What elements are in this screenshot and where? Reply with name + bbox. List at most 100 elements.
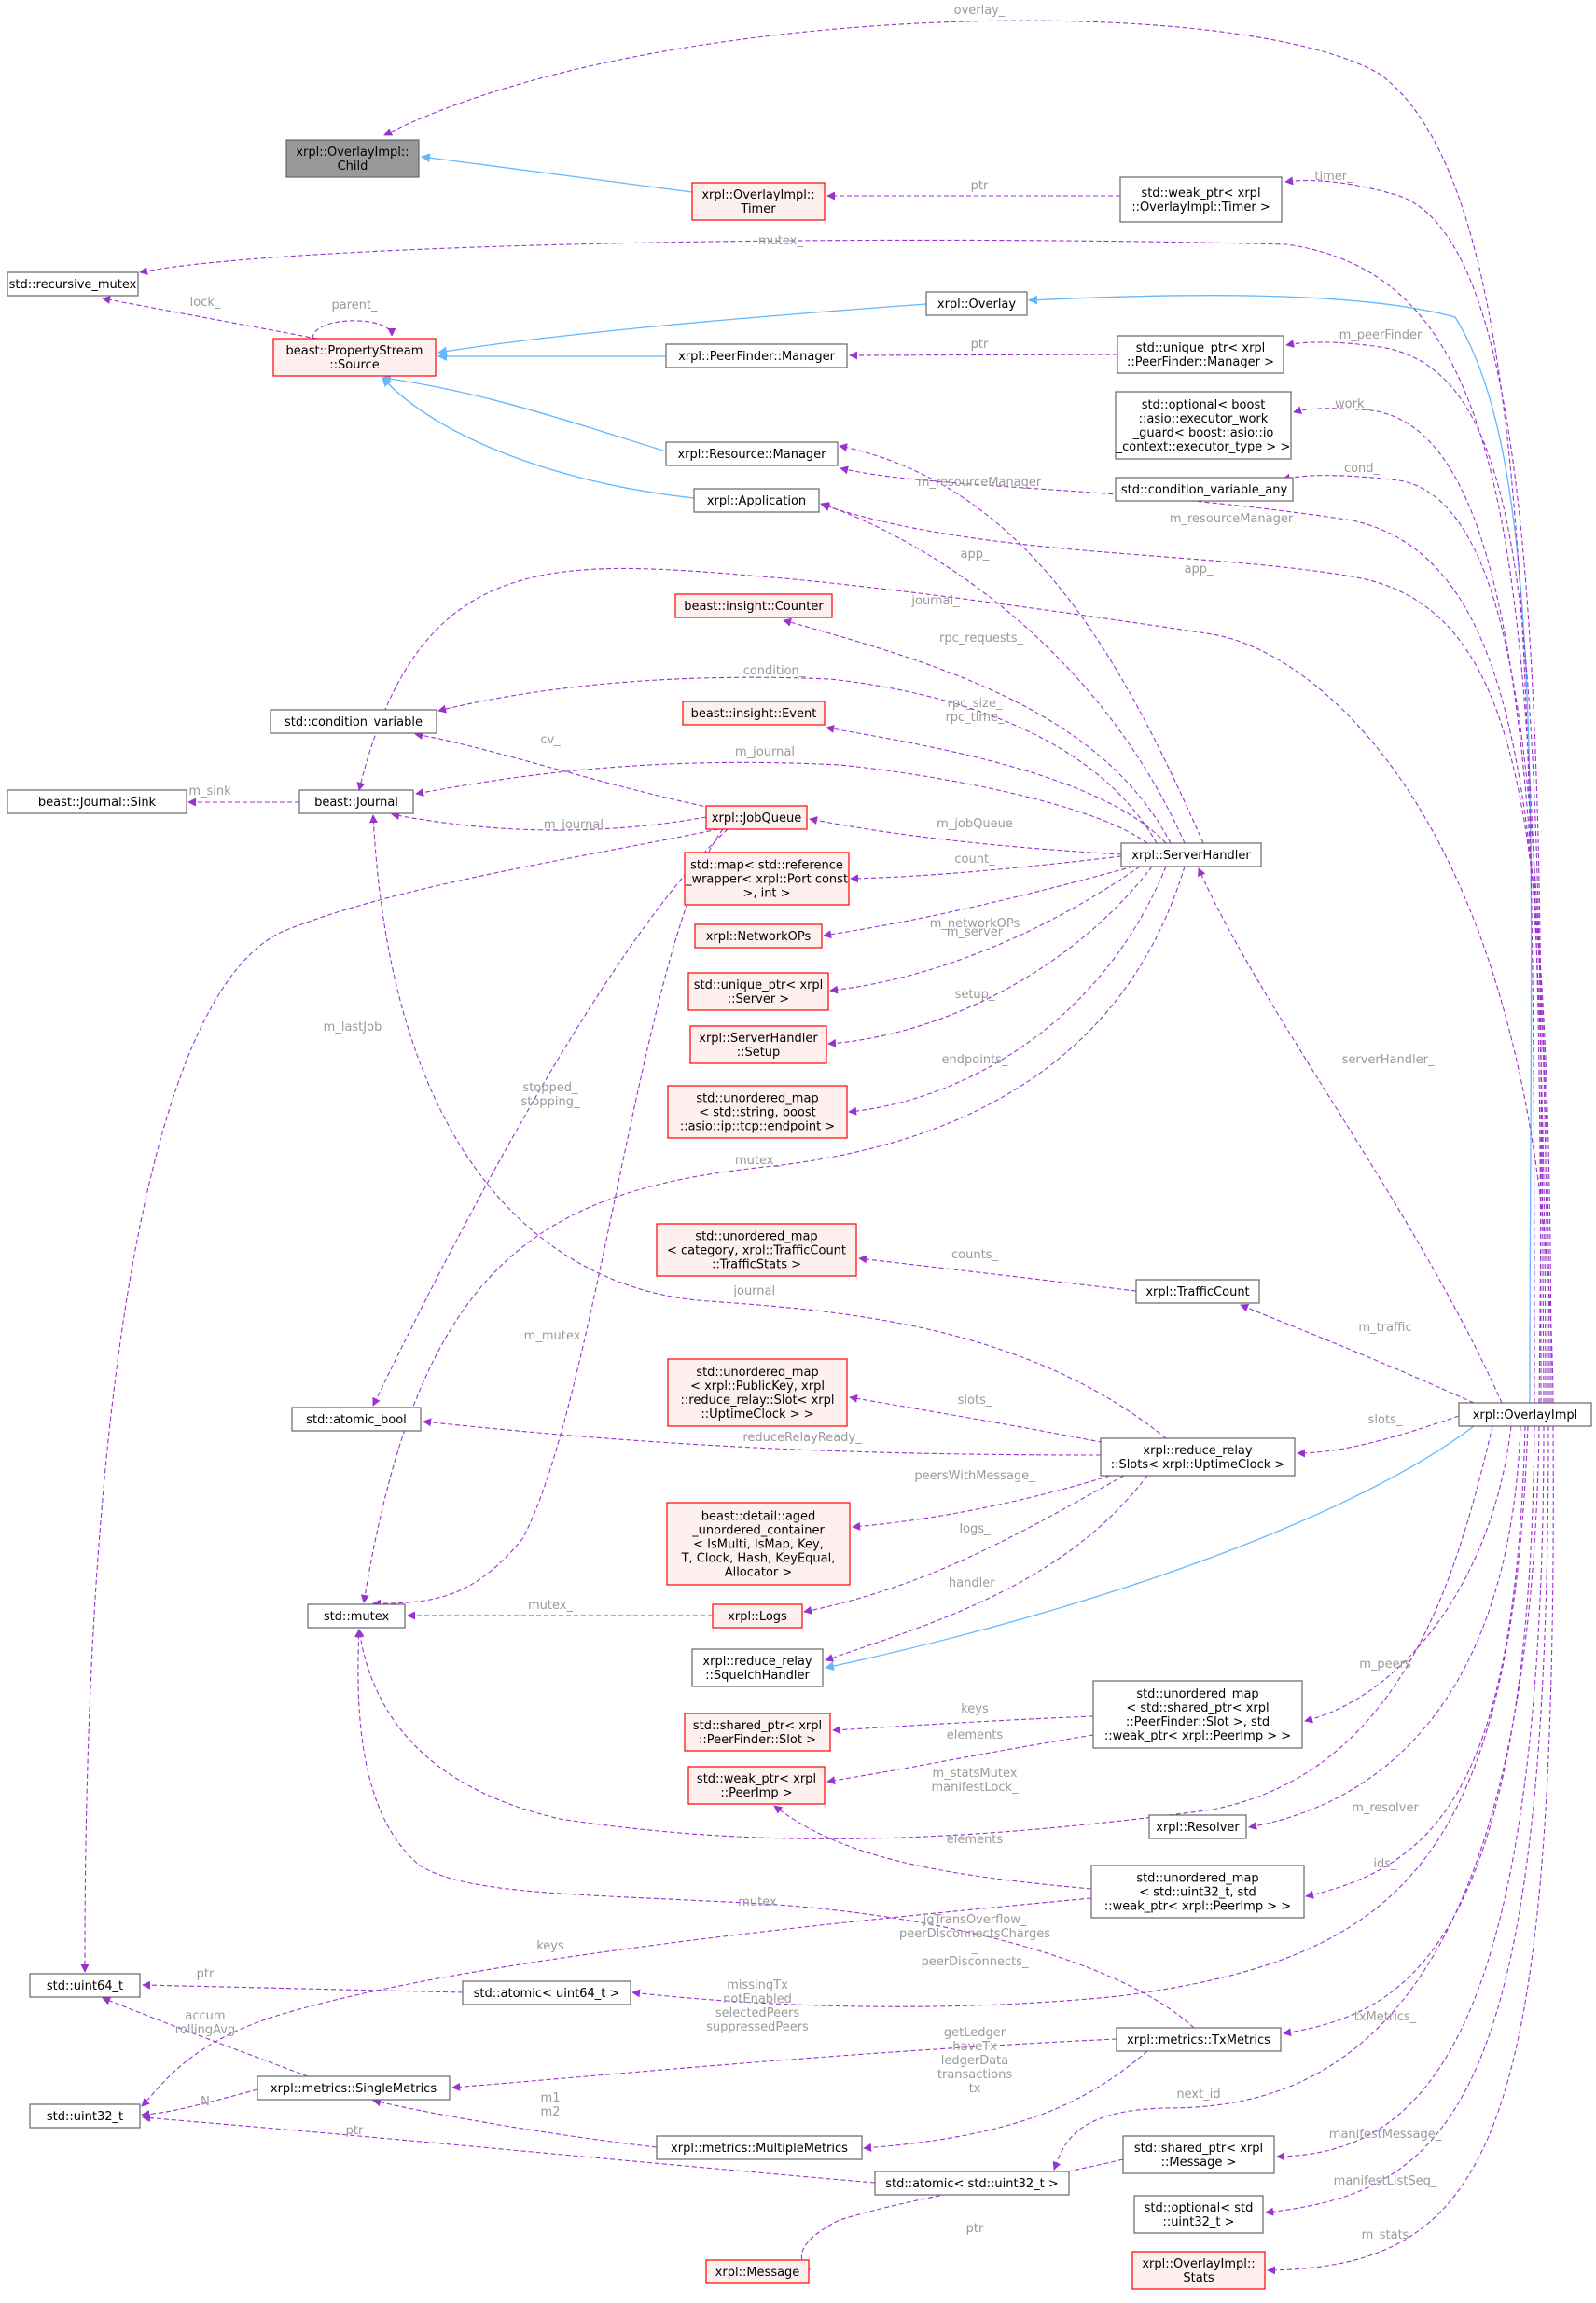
node-label: beast::Journal::Sink <box>38 796 157 810</box>
edge-label-slots-journal: journal_ <box>732 1284 782 1298</box>
node-box <box>1117 335 1284 374</box>
node-umap-peers[interactable]: std::unordered_map< std::shared_ptr< xrp… <box>1092 1680 1303 1749</box>
node-overlay[interactable]: xrpl::Overlay <box>925 291 1028 316</box>
node-squelch-handler[interactable]: xrpl::reduce_relay::SquelchHandler <box>691 1648 824 1687</box>
edge-label-sh-app: app_ <box>961 548 990 562</box>
node-peerfinder-manager[interactable]: xrpl::PeerFinder::Manager <box>665 343 848 368</box>
node-journal[interactable]: beast::Journal <box>298 789 414 814</box>
node-box <box>684 852 850 906</box>
node-unique-peerfinder[interactable]: std::unique_ptr< xrpl::PeerFinder::Manag… <box>1117 335 1284 374</box>
edge-sh-netops <box>823 866 1134 939</box>
node-atomic-uint32[interactable]: std::atomic< std::uint32_t > <box>874 2171 1070 2196</box>
node-uint64[interactable]: std::uint64_t <box>29 1973 141 1998</box>
node-overlayimpl[interactable]: xrpl::OverlayImpl <box>1458 1402 1592 1427</box>
node-aged-container[interactable]: beast::detail::aged_unordered_container<… <box>666 1502 851 1586</box>
edge-label-oi-child: overlay_ <box>954 4 1006 18</box>
node-jobqueue[interactable]: xrpl::JobQueue <box>705 805 808 830</box>
edge-oi-stats <box>1267 1425 1554 2275</box>
edge-label-slots-atomicbool: reduceRelayReady_ <box>742 1431 862 1445</box>
edge-label-oi-stats: m_stats <box>1362 2228 1409 2242</box>
node-journal-sink[interactable]: beast::Journal::Sink <box>7 789 187 814</box>
node-box <box>666 1502 851 1586</box>
node-atomic-uint64[interactable]: std::atomic< uint64_t > <box>462 1980 631 2005</box>
node-stats[interactable]: xrpl::OverlayImpl::Stats <box>1131 2251 1266 2290</box>
node-weak-timer[interactable]: std::weak_ptr< xrpl::OverlayImpl::Timer … <box>1119 176 1283 223</box>
node-optional-uint32[interactable]: std::optional< std::uint32_t > <box>1133 2195 1264 2234</box>
node-box <box>656 1223 857 1277</box>
edge-umapids-uint32 <box>141 1897 1092 2107</box>
node-txmetrics[interactable]: xrpl::metrics::TxMetrics <box>1116 2027 1282 2052</box>
edge-sh-server <box>829 866 1141 994</box>
node-box <box>1122 2135 1275 2174</box>
edge-oi-optwork <box>1293 406 1547 1404</box>
edge-slots-logs <box>803 1475 1125 1615</box>
node-umap-endpoint[interactable]: std::unordered_map< std::string, boost::… <box>667 1085 848 1139</box>
node-property-stream[interactable]: beast::PropertyStream::Source <box>272 338 437 377</box>
node-uint32[interactable]: std::uint32_t <box>29 2103 141 2129</box>
node-label: _context::executor_type > > <box>1116 440 1291 454</box>
node-umap-traffic[interactable]: std::unordered_map< category, xrpl::Traf… <box>656 1223 857 1277</box>
node-label: beast::PropertyStream <box>286 344 423 358</box>
node-message[interactable]: xrpl::Message <box>705 2259 810 2284</box>
node-label: std::uint64_t <box>47 1979 123 1993</box>
node-label: std::recursive_mutex <box>9 278 137 292</box>
edge-label-oi-sharedmsg: manifestMessage_ <box>1329 2128 1442 2142</box>
node-serverhandler[interactable]: xrpl::ServerHandler <box>1120 842 1262 867</box>
node-umap-ids[interactable]: std::unordered_map< std::uint32_t, std::… <box>1090 1865 1305 1919</box>
edge-tc-umaptraffic <box>858 1255 1137 1292</box>
node-weak-peerimp[interactable]: std::weak_ptr< xrpl::PeerImp > <box>687 1766 826 1805</box>
node-multiplemetrics[interactable]: xrpl::metrics::MultipleMetrics <box>656 2135 863 2160</box>
node-sh-setup[interactable]: xrpl::ServerHandler::Setup <box>689 1025 827 1064</box>
node-shared-slot[interactable]: std::shared_ptr< xrpl::PeerFinder::Slot … <box>684 1713 831 1752</box>
node-label: ::PeerFinder::Slot >, std <box>1126 1715 1270 1729</box>
node-label: xrpl::ServerHandler <box>1131 849 1251 863</box>
node-label: xrpl::Resolver <box>1156 1821 1240 1835</box>
node-recursive-mutex[interactable]: std::recursive_mutex <box>7 271 139 297</box>
node-resolver[interactable]: xrpl::Resolver <box>1148 1814 1247 1839</box>
node-label: T, Clock, Hash, KeyEqual, <box>681 1552 836 1566</box>
node-mutex[interactable]: std::mutex <box>307 1603 406 1629</box>
node-optional-work[interactable]: std::optional< boost::asio::executor_wor… <box>1115 391 1292 460</box>
node-label: ::weak_ptr< xrpl::PeerImp > > <box>1104 1729 1291 1743</box>
node-slots[interactable]: xrpl::reduce_relay::Slots< xrpl::UptimeC… <box>1100 1437 1296 1477</box>
node-label: xrpl::OverlayImpl:: <box>296 146 409 160</box>
node-child[interactable]: xrpl::OverlayImpl::Child <box>285 139 420 178</box>
node-unique-server[interactable]: std::unique_ptr< xrpl::Server > <box>687 972 829 1011</box>
node-box <box>1116 2027 1282 2052</box>
node-networkops[interactable]: xrpl::NetworkOPs <box>694 923 823 949</box>
node-umap-slot[interactable]: std::unordered_map< xrpl::PublicKey, xrp… <box>667 1358 848 1427</box>
node-insight-event[interactable]: beast::insight::Event <box>682 701 826 726</box>
node-label: ::reduce_relay::Slot< xrpl <box>681 1394 835 1408</box>
node-application[interactable]: xrpl::Application <box>693 488 820 513</box>
node-condition-variable[interactable]: std::condition_variable <box>270 709 437 734</box>
node-box <box>29 1973 141 1998</box>
node-condvar-any[interactable]: std::condition_variable_any <box>1115 477 1294 502</box>
node-label: xrpl::OverlayImpl:: <box>701 188 814 202</box>
node-label: std::unordered_map <box>1136 1872 1258 1886</box>
edge-slots-journal <box>368 814 1167 1439</box>
edge-label-txm-mm: tx <box>969 2082 981 2096</box>
node-label: std::optional< std <box>1145 2201 1254 2215</box>
node-trafficcount[interactable]: xrpl::TrafficCount <box>1135 1279 1260 1304</box>
node-label: ::TrafficStats > <box>712 1258 801 1272</box>
node-map-port[interactable]: std::map< std::reference_wrapper< xrpl::… <box>684 852 850 906</box>
node-label: beast::Journal <box>314 796 398 810</box>
node-box <box>307 1603 406 1629</box>
node-resource-manager[interactable]: xrpl::Resource::Manager <box>665 441 839 466</box>
edge-label-oi-app: app_ <box>1185 562 1214 576</box>
node-singlemetrics[interactable]: xrpl::metrics::SingleMetrics <box>257 2075 451 2101</box>
node-shared-message[interactable]: std::shared_ptr< xrpl::Message > <box>1122 2135 1275 2174</box>
edge-label-jq-condvar: cv_ <box>540 733 561 747</box>
node-timer[interactable]: xrpl::OverlayImpl::Timer <box>691 182 826 221</box>
edge-label-sm-uint64: rollingAvg <box>175 2023 235 2037</box>
node-box <box>874 2171 1070 2196</box>
edge-label-sh-endpoints: endpoints_ <box>942 1053 1008 1067</box>
node-atomic-bool[interactable]: std::atomic_bool <box>291 1407 422 1432</box>
edge-oi-condany <box>1282 473 1548 1404</box>
node-label: xrpl::metrics::TxMetrics <box>1127 2033 1270 2047</box>
node-insight-counter[interactable]: beast::insight::Counter <box>674 593 833 618</box>
edge-atomicu32-uint32 <box>142 2114 876 2184</box>
edge-label-txm-mm: transactions <box>937 2068 1012 2082</box>
node-label: xrpl::NetworkOPs <box>706 930 812 944</box>
node-logs[interactable]: xrpl::Logs <box>712 1603 803 1629</box>
